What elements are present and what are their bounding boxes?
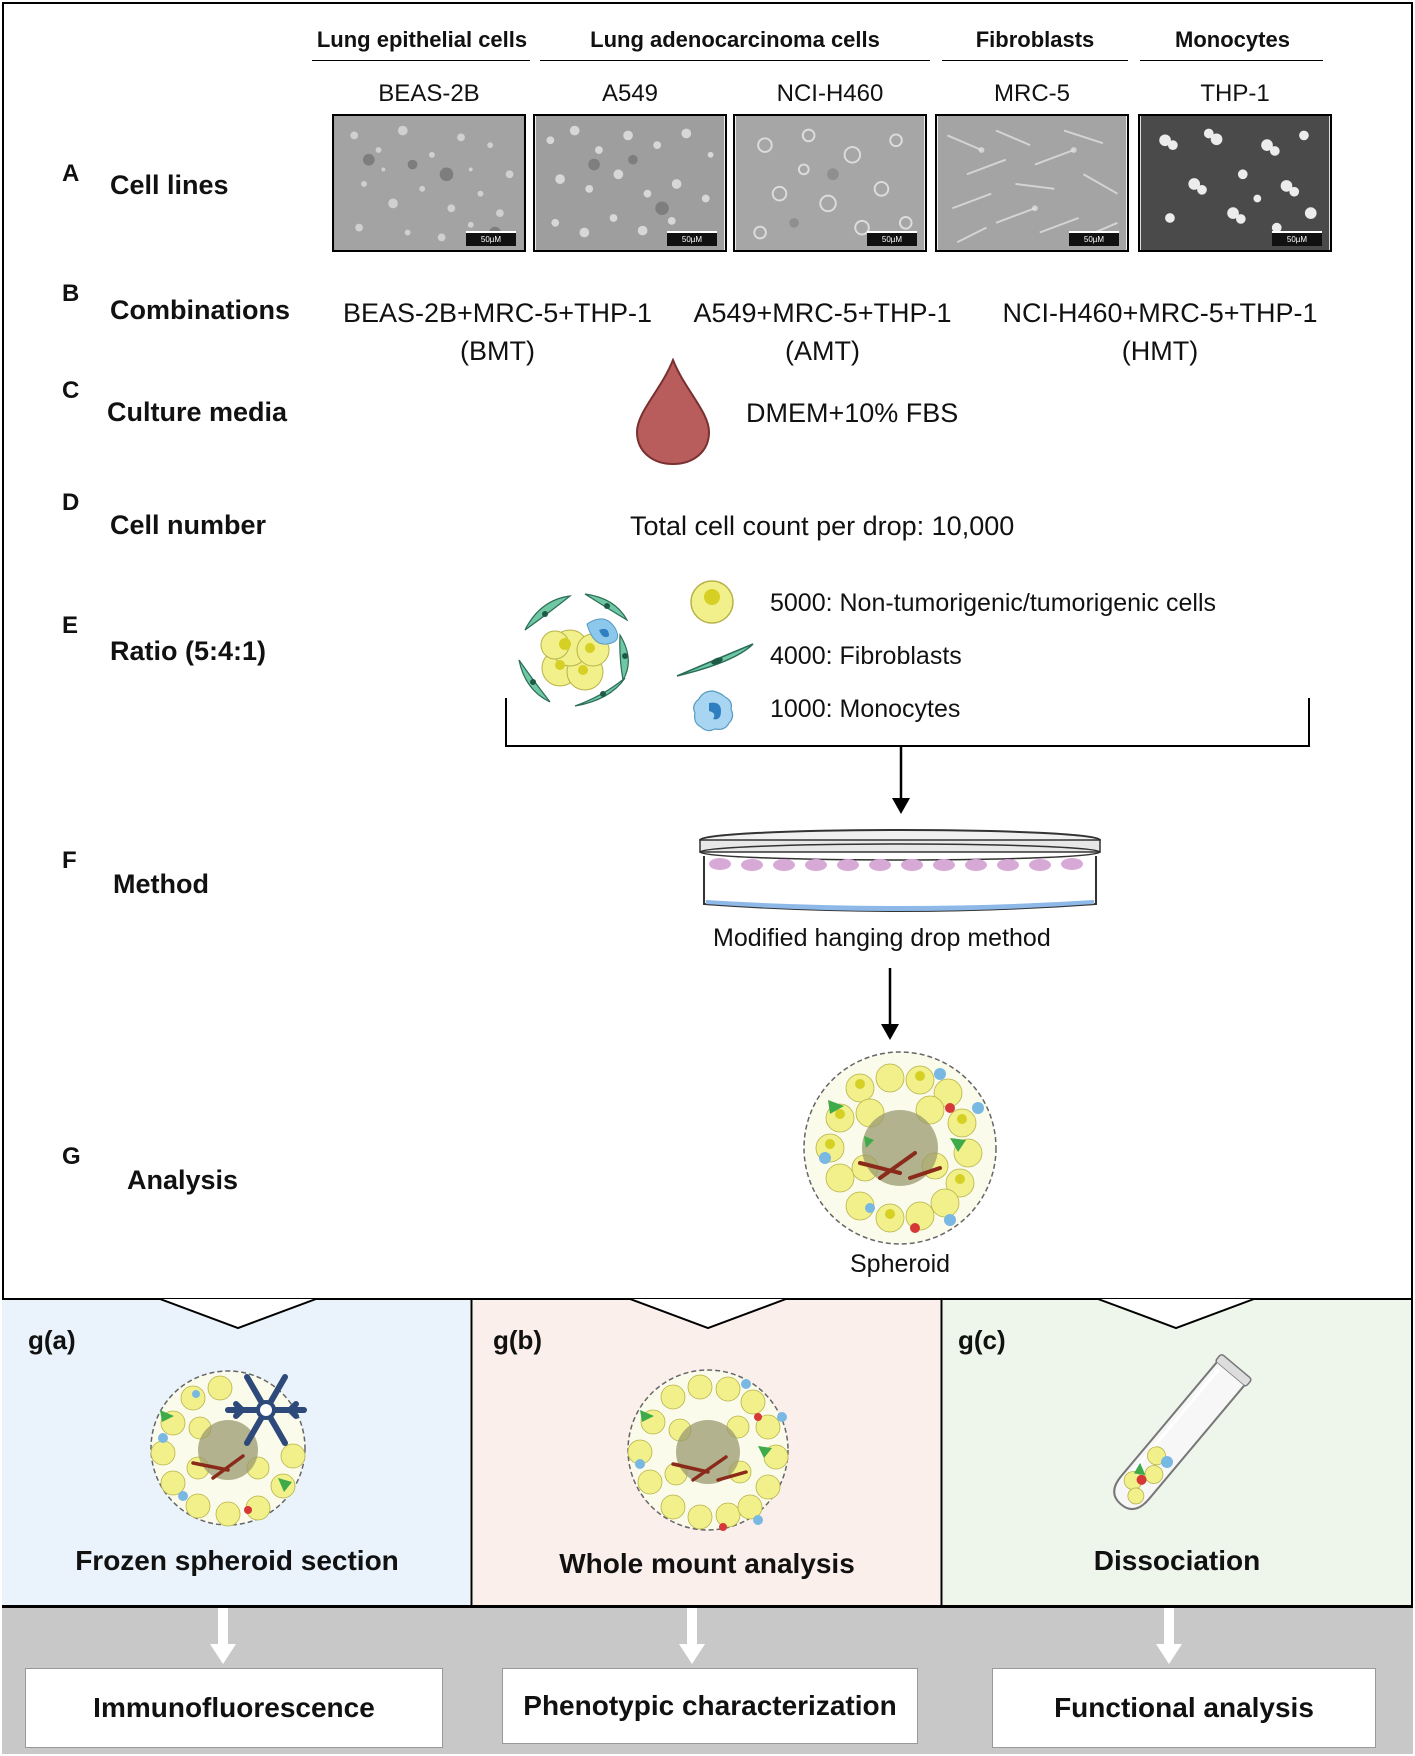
petri-dish-icon [699,829,1101,912]
row-letter-b: B [62,280,80,307]
micrograph-thp1: 50µM [1138,114,1332,252]
row-letter-a: A [62,160,80,187]
micrograph-texture [334,116,524,250]
ratio-bracket [505,698,1310,747]
whole-mount-spheroid-icon [627,1369,789,1531]
arrow-down-icon [679,1608,705,1664]
header-adenocarcinoma-underline [540,60,930,61]
arrow-down-icon [1156,1608,1182,1664]
scale-bar: 50µM [667,231,717,246]
panel-title-a: Frozen spheroid section [75,1545,399,1576]
cell-line-name: NCI-H460 [776,80,884,107]
row-label-combinations: Combinations [110,295,290,325]
header-fibroblasts: Fibroblasts [975,27,1095,52]
cell-line-name: A549 [601,80,659,107]
header-epithelial: Lung epithelial cells [316,27,528,52]
row-label-analysis: Analysis [127,1165,239,1195]
cell-line-name: BEAS-2B [378,80,480,107]
row-letter-d: D [62,489,80,516]
combination-formula: NCI-H460+MRC-5+THP-1 [1002,298,1318,328]
row-label-method: Method [113,869,209,899]
micrograph-texture [735,116,925,250]
panel-label-a: g(a) [28,1325,76,1355]
micrograph-beas2b: 50µM [332,114,526,252]
combination-amt: A549+MRC-5+THP-1 (AMT) [680,294,965,370]
cell-line-name: THP-1 [1200,80,1270,107]
panel-title-b: Whole mount analysis [559,1548,855,1579]
monocyte-icon [693,690,734,732]
scale-bar: 50µM [1272,231,1322,246]
spheroid-icon [803,1051,997,1245]
header-fibroblasts-underline [942,60,1128,61]
combination-formula: BEAS-2B+MRC-5+THP-1 [342,298,653,328]
row-label-culture-media: Culture media [107,397,288,427]
row-label-cell-lines: Cell lines [110,170,229,200]
row-letter-f: F [62,847,77,874]
fibroblast-icon [676,643,754,677]
micrograph-mrc5: 50µM [935,114,1129,252]
media-text: DMEM+10% FBS [746,398,959,428]
header-monocytes-underline [1140,60,1323,61]
row-label-ratio: Ratio (5:4:1) [110,636,267,666]
scale-bar: 50µM [466,231,516,246]
row-label-cell-number: Cell number [110,510,267,540]
combination-abbr: (AMT) [785,336,860,366]
test-tube-icon [1113,1354,1252,1511]
combination-bmt: BEAS-2B+MRC-5+THP-1 (BMT) [330,294,665,370]
row-letter-c: C [62,377,80,404]
micrograph-texture [1140,116,1330,250]
micrograph-texture [535,116,725,250]
micrograph-a549: 50µM [533,114,727,252]
header-adenocarcinoma: Lung adenocarcinoma cells [590,27,880,52]
combination-abbr: (BMT) [460,336,535,366]
media-drop-icon [635,358,711,466]
arrow-down-icon [892,746,910,814]
output-box-immunofluorescence: Immunofluorescence [25,1668,443,1748]
method-text: Modified hanging drop method [713,924,1051,952]
row-letter-g: G [62,1143,81,1170]
row-letter-e: E [62,612,79,639]
scale-bar: 50µM [867,231,917,246]
cell-count-text: Total cell count per drop: 10,000 [630,511,1015,541]
cell-cluster-icon [518,593,629,707]
spheroid-label: Spheroid [850,1250,951,1278]
micrograph-texture [937,116,1127,250]
header-monocytes: Monocytes [1175,27,1290,52]
output-box-phenotypic: Phenotypic characterization [502,1668,918,1744]
output-box-functional: Functional analysis [992,1668,1376,1748]
header-epithelial-underline [312,60,530,61]
arrow-down-icon [210,1608,236,1664]
combination-formula: A549+MRC-5+THP-1 [693,298,952,328]
ratio-item-monocytes: 1000: Monocytes [770,695,961,723]
combination-abbr: (HMT) [1121,336,1199,366]
ratio-item-tumor: 5000: Non-tumorigenic/tumorigenic cells [770,589,1217,617]
combination-hmt: NCI-H460+MRC-5+THP-1 (HMT) [985,294,1335,370]
panel-label-b: g(b) [493,1325,543,1355]
scale-bar: 50µM [1069,231,1119,246]
panel-title-c: Dissociation [1093,1545,1261,1576]
panel-label-c: g(c) [958,1325,1006,1355]
arrow-down-icon [881,968,899,1040]
ratio-item-fibroblasts: 4000: Fibroblasts [770,642,962,670]
cell-line-name: MRC-5 [994,80,1070,107]
frozen-spheroid-icon [150,1370,307,1527]
tumor-cell-icon [690,580,734,624]
micrograph-ncih460: 50µM [733,114,927,252]
